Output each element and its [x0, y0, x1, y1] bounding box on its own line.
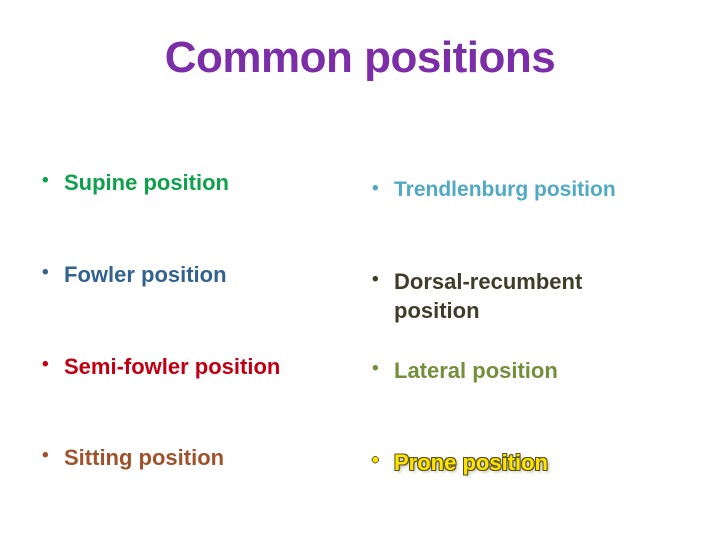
bullet-icon: •	[42, 354, 49, 375]
list-item-fowler-position[interactable]: • Fowler position	[42, 260, 227, 289]
list-item-label: Sitting position	[64, 445, 225, 470]
list-item-lateral-position[interactable]: • Lateral position	[372, 356, 558, 385]
list-item-label: Trendlenburg position	[394, 178, 616, 201]
bullet-icon: •	[372, 269, 379, 290]
list-item-supine-position[interactable]: • Supine position	[42, 168, 229, 197]
bullet-icon: •	[372, 358, 379, 379]
list-item-label: Prone position	[394, 450, 548, 475]
list-item-label: Lateral position	[394, 358, 558, 383]
list-item-semi-fowler-position[interactable]: • Semi-fowler position	[42, 352, 280, 381]
list-item-label: Semi-fowler position	[64, 354, 281, 379]
bullet-icon: •	[42, 445, 49, 466]
page-title: Common positions	[164, 33, 556, 82]
bullet-icon: •	[372, 178, 379, 199]
list-item-label: Fowler position	[64, 262, 227, 287]
list-item-label: Supine position	[64, 170, 229, 195]
list-item-dorsal-recumbent-position[interactable]: • Dorsal-recumbent position	[372, 267, 642, 325]
list-item-trendlenburg-position[interactable]: • Trendlenburg position	[372, 176, 616, 204]
list-item-prone-position[interactable]: • Prone position	[372, 448, 548, 477]
bullet-icon: •	[42, 170, 49, 191]
list-item-label: Dorsal-recumbent position	[394, 269, 583, 324]
bullet-icon: •	[42, 262, 49, 283]
bullet-icon: •	[372, 450, 379, 471]
list-item-sitting-position[interactable]: • Sitting position	[42, 443, 224, 472]
